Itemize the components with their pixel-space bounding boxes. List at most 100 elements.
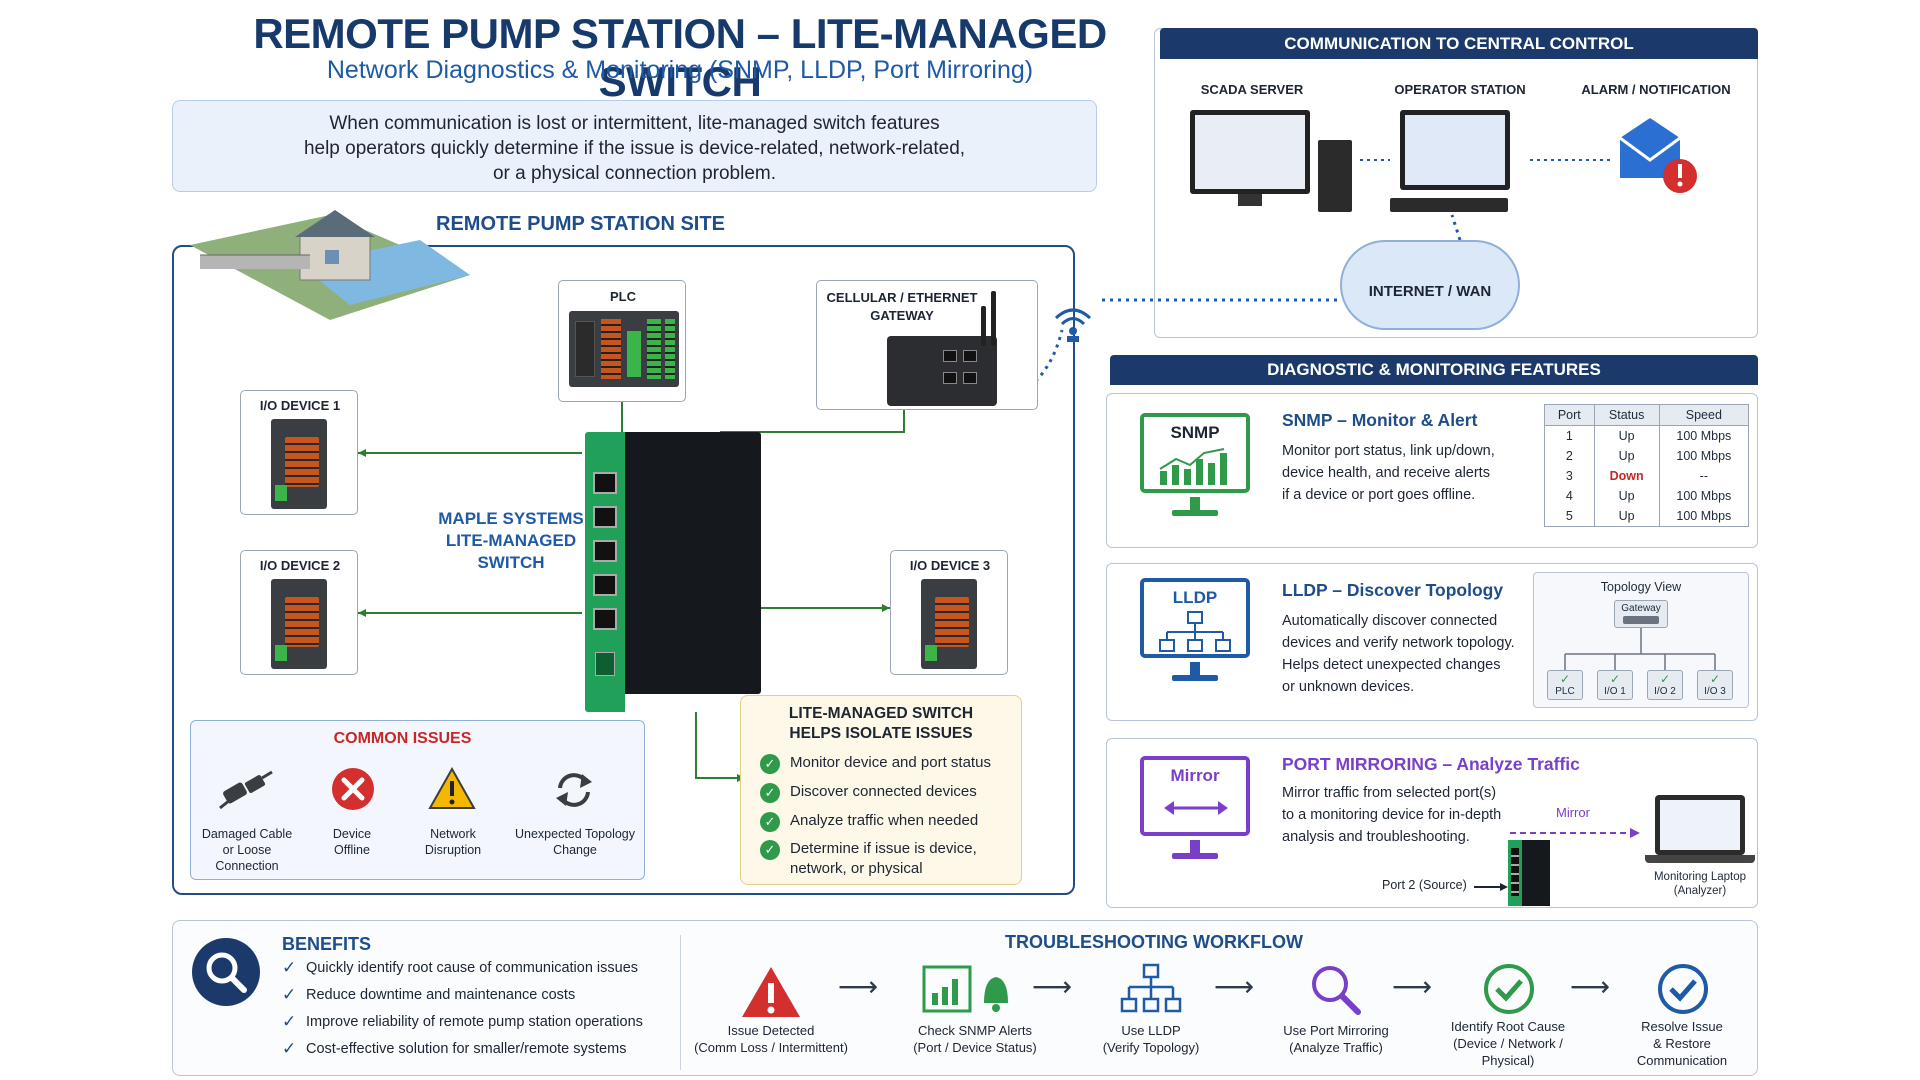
table-cell: 2 — [1544, 446, 1595, 466]
workflow-step: Issue Detected (Comm Loss / Intermittent… — [681, 1022, 861, 1056]
snmp-text: Monitor port status, link up/down, devic… — [1282, 440, 1495, 506]
mirror-arrow-label: Mirror — [1556, 805, 1590, 820]
isolate-item: ✓Analyze traffic when needed — [760, 811, 1010, 832]
operator-label: OPERATOR STATION — [1394, 82, 1526, 97]
workflow-step-line: Check SNMP Alerts — [918, 1023, 1032, 1038]
check-icon: ✓ — [1559, 672, 1571, 686]
issue-line: Unexpected Topology — [515, 827, 635, 841]
workflow-step: Use Port Mirroring (Analyze Traffic) — [1246, 1022, 1426, 1056]
page-title: REMOTE PUMP STATION – LITE-MANAGED SWITC… — [253, 10, 1107, 105]
switch-label-line: MAPLE SYSTEMS — [438, 509, 584, 528]
server-tower — [1318, 140, 1352, 212]
io-device-2[interactable]: I/O DEVICE 2 — [240, 550, 358, 675]
issue-line: Network — [430, 827, 476, 841]
table-cell: Up — [1593, 446, 1660, 466]
table-header-row: Port Status Speed — [1544, 404, 1750, 426]
lldp-text-line: or unknown devices. — [1282, 679, 1415, 695]
managed-switch[interactable] — [585, 432, 761, 714]
benefit-text: Cost-effective solution for smaller/remo… — [306, 1041, 627, 1057]
laptop-base — [1645, 855, 1755, 863]
arrow-right-icon: ⟶ — [1392, 971, 1433, 1002]
gateway-box[interactable]: CELLULAR / ETHERNET GATEWAY — [816, 280, 1038, 410]
double-arrow-icon — [1164, 801, 1228, 815]
keyboard — [1390, 198, 1508, 212]
snmp-text-line: Monitor port status, link up/down, — [1282, 443, 1495, 459]
laptop-screen[interactable] — [1655, 795, 1745, 855]
workflow-step-line: Resolve Issue — [1641, 1019, 1723, 1034]
mirror-monitor-icon: Mirror — [1140, 756, 1250, 836]
workflow-step: Check SNMP Alerts (Port / Device Status) — [885, 1022, 1065, 1056]
network-tree-icon — [1159, 611, 1231, 652]
table-cell: -- — [1658, 466, 1750, 486]
mirror-text: Mirror traffic from selected port(s) to … — [1282, 782, 1501, 848]
email-alert-icon[interactable] — [1610, 110, 1700, 196]
plc-box[interactable]: PLC — [558, 280, 686, 402]
mirror-switch — [1508, 840, 1550, 906]
intro-box: When communication is lost or intermitte… — [172, 100, 1097, 192]
benefit-item: ✓ Cost-effective solution for smaller/rem… — [282, 1039, 627, 1058]
topology-links — [1564, 628, 1716, 670]
isolate-item-text: Discover connected devices — [790, 783, 977, 800]
isolate-issues-box — [740, 695, 1022, 885]
scada-monitor[interactable] — [1190, 110, 1310, 194]
arrow-right-icon: ⟶ — [1032, 971, 1073, 1002]
workflow-title: TROUBLESHOOTING WORKFLOW — [1005, 932, 1303, 952]
workflow-step-line: Use Port Mirroring — [1283, 1023, 1389, 1038]
bar-chart-icon — [1159, 448, 1227, 485]
benefit-text: Improve reliability of remote pump stati… — [306, 1014, 643, 1030]
lldp-text: Automatically discover connected devices… — [1282, 610, 1515, 698]
io-device-label: I/O DEVICE 1 — [259, 398, 341, 413]
check-icon: ✓ — [282, 1012, 297, 1031]
workflow-step-line: (Port / Device Status) — [913, 1040, 1037, 1055]
workflow-step: Use LLDP (Verify Topology) — [1061, 1022, 1241, 1056]
laptop-label: Monitoring Laptop (Analyzer) — [1640, 870, 1760, 898]
scada-label: SCADA SERVER — [1200, 82, 1304, 97]
check-icon: ✓ — [282, 1039, 297, 1058]
io-module — [921, 579, 977, 669]
topology-node-label: PLC — [1555, 686, 1575, 697]
table-header: Status — [1593, 404, 1660, 426]
issue-label: Damaged Cable or Loose Connection — [192, 826, 302, 874]
check-icon: ✓ — [760, 840, 780, 860]
benefit-item: ✓Reduce downtime and maintenance costs — [282, 985, 575, 1004]
check-icon: ✓ — [1609, 672, 1621, 686]
communication-title: COMMUNICATION TO CENTRAL CONTROL — [1160, 28, 1758, 59]
table-header: Speed — [1658, 404, 1750, 426]
isolate-item: ✓Monitor device and port status — [760, 753, 1010, 774]
table-cell: 4 — [1544, 486, 1595, 506]
isolate-title-line: LITE-MANAGED SWITCH — [788, 705, 974, 722]
table-cell: 5 — [1544, 506, 1595, 527]
lldp-icon-label: LLDP — [1172, 588, 1218, 607]
workflow-step-line: Identify Root Cause — [1450, 1019, 1566, 1034]
switch-label: MAPLE SYSTEMS LITE-MANAGED SWITCH — [436, 508, 586, 574]
isolate-item: ✓Discover connected devices — [760, 782, 1010, 803]
isolate-item-text: Analyze traffic when needed — [790, 812, 979, 829]
snmp-text-line: device health, and receive alerts — [1282, 465, 1490, 481]
arrow-right-icon: ⟶ — [1570, 971, 1611, 1002]
workflow-step: Resolve Issue & Restore Communication — [1592, 1018, 1772, 1069]
intro-line: When communication is lost or intermitte… — [329, 113, 940, 134]
workflow-step-line: (Verify Topology) — [1102, 1040, 1200, 1055]
io-device-3[interactable]: I/O DEVICE 3 — [890, 550, 1008, 675]
topology-node: ✓I/O 2 — [1647, 670, 1683, 700]
laptop-label-line: (Analyzer) — [1673, 885, 1727, 897]
topology-node: ✓I/O 3 — [1697, 670, 1733, 700]
benefit-text: Quickly identify root cause of communica… — [306, 960, 639, 976]
operator-monitor[interactable] — [1400, 110, 1510, 190]
check-icon: ✓ — [1709, 672, 1721, 686]
gateway-label: CELLULAR / ETHERNET — [826, 290, 978, 305]
io-device-1[interactable]: I/O DEVICE 1 — [240, 390, 358, 515]
isolate-item-text: Determine if issue is device, — [790, 840, 977, 857]
alarm-label: ALARM / NOTIFICATION — [1581, 82, 1731, 97]
plug-icon — [219, 770, 273, 810]
issue-line: Offline — [334, 843, 370, 857]
plc-label: PLC — [610, 289, 636, 304]
isolate-title-line: HELPS ISOLATE ISSUES — [789, 725, 973, 742]
snmp-heading: SNMP – Monitor & Alert — [1282, 410, 1478, 430]
internet-cloud — [1340, 240, 1520, 330]
topology-node-label: I/O 2 — [1654, 686, 1676, 697]
table-cell: Up — [1593, 425, 1660, 446]
table-cell: 100 Mbps — [1658, 425, 1750, 446]
